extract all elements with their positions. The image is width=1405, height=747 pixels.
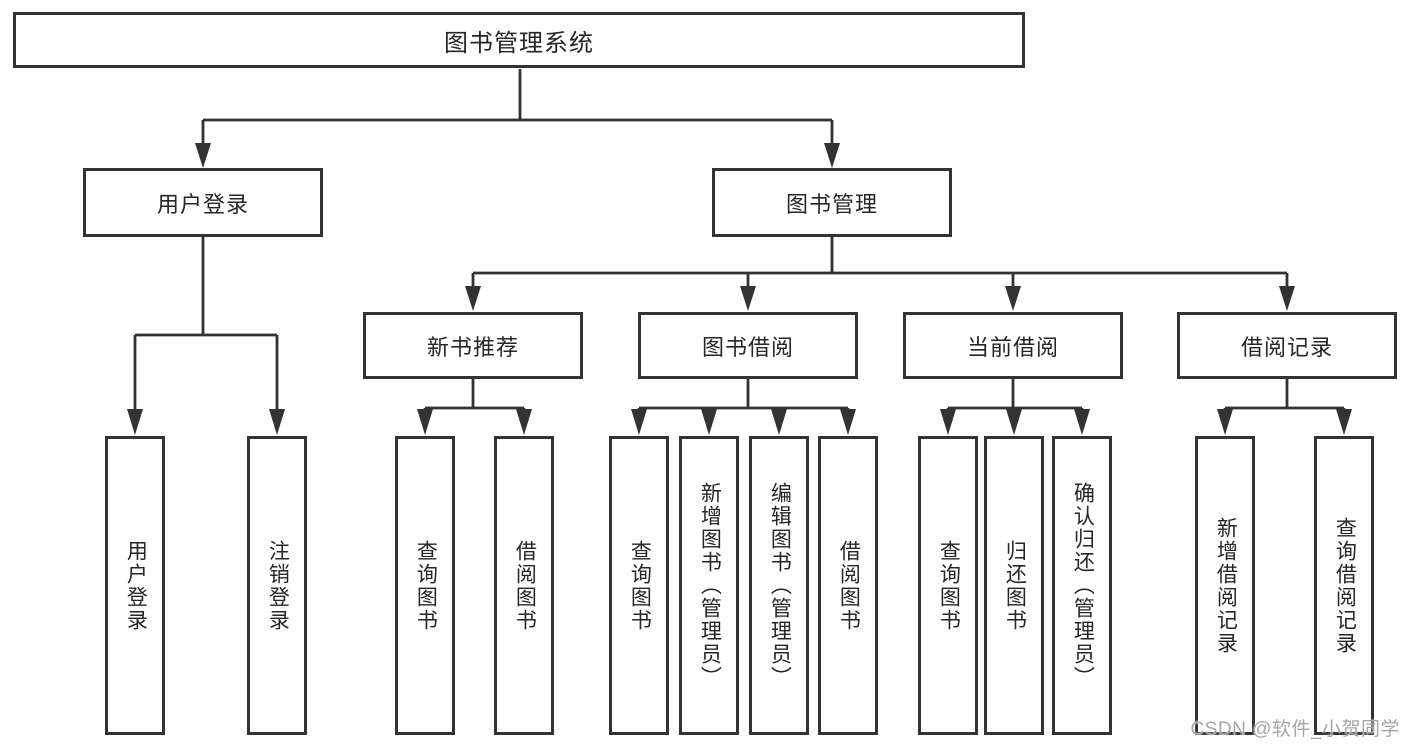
arrowhead-icon [840, 409, 856, 435]
arrowhead-icon [417, 409, 433, 435]
node-borrow-records: 借阅记录 [1177, 312, 1397, 379]
arrowhead-icon [771, 409, 787, 435]
arrowhead-icon [269, 409, 285, 435]
watermark: CSDN @软件_小贺同学 [1190, 719, 1400, 740]
leaf-borrow-edit-book-admin: 编辑图书（管理员） [749, 436, 809, 735]
arrowhead-icon [516, 409, 532, 435]
arrowhead-icon [1006, 409, 1022, 435]
leaf-borrow-query-books: 查询图书 [609, 436, 669, 735]
leaf-current-confirm-return-admin: 确认归还（管理员） [1052, 436, 1112, 735]
leaf-newrec-borrow-books: 借阅图书 [494, 436, 554, 735]
leaf-newrec-query-books: 查询图书 [395, 436, 455, 735]
leaf-borrow-add-book-admin: 新增图书（管理员） [679, 436, 739, 735]
node-new-book-recommend: 新书推荐 [363, 312, 583, 379]
node-book-borrow: 图书借阅 [638, 312, 858, 379]
leaf-records-query-borrow-record: 查询借阅记录 [1314, 436, 1374, 735]
arrowhead-icon [1279, 286, 1295, 311]
arrowhead-icon [465, 286, 481, 311]
leaf-logout: 注销登录 [247, 436, 307, 735]
arrowhead-icon [701, 409, 717, 435]
arrowhead-icon [1074, 409, 1090, 435]
arrowhead-icon [824, 143, 840, 168]
node-user-login: 用户登录 [83, 168, 323, 237]
arrowheads [127, 143, 1352, 435]
node-library-system: 图书管理系统 [13, 12, 1025, 68]
leaf-records-add-borrow-record: 新增借阅记录 [1195, 436, 1255, 735]
leaf-current-query-books: 查询图书 [918, 436, 978, 735]
node-current-borrow: 当前借阅 [903, 312, 1123, 379]
arrowhead-icon [631, 409, 647, 435]
leaf-borrow-borrow-books: 借阅图书 [818, 436, 878, 735]
node-book-management: 图书管理 [712, 168, 952, 237]
arrowhead-icon [1217, 409, 1233, 435]
leaf-user-login: 用户登录 [105, 436, 165, 735]
arrowhead-icon [1005, 286, 1021, 311]
arrowhead-icon [127, 409, 143, 435]
arrowhead-icon [1336, 409, 1352, 435]
leaf-current-return-books: 归还图书 [984, 436, 1044, 735]
arrowhead-icon [740, 286, 756, 311]
arrowhead-icon [195, 143, 211, 168]
arrowhead-icon [940, 409, 956, 435]
